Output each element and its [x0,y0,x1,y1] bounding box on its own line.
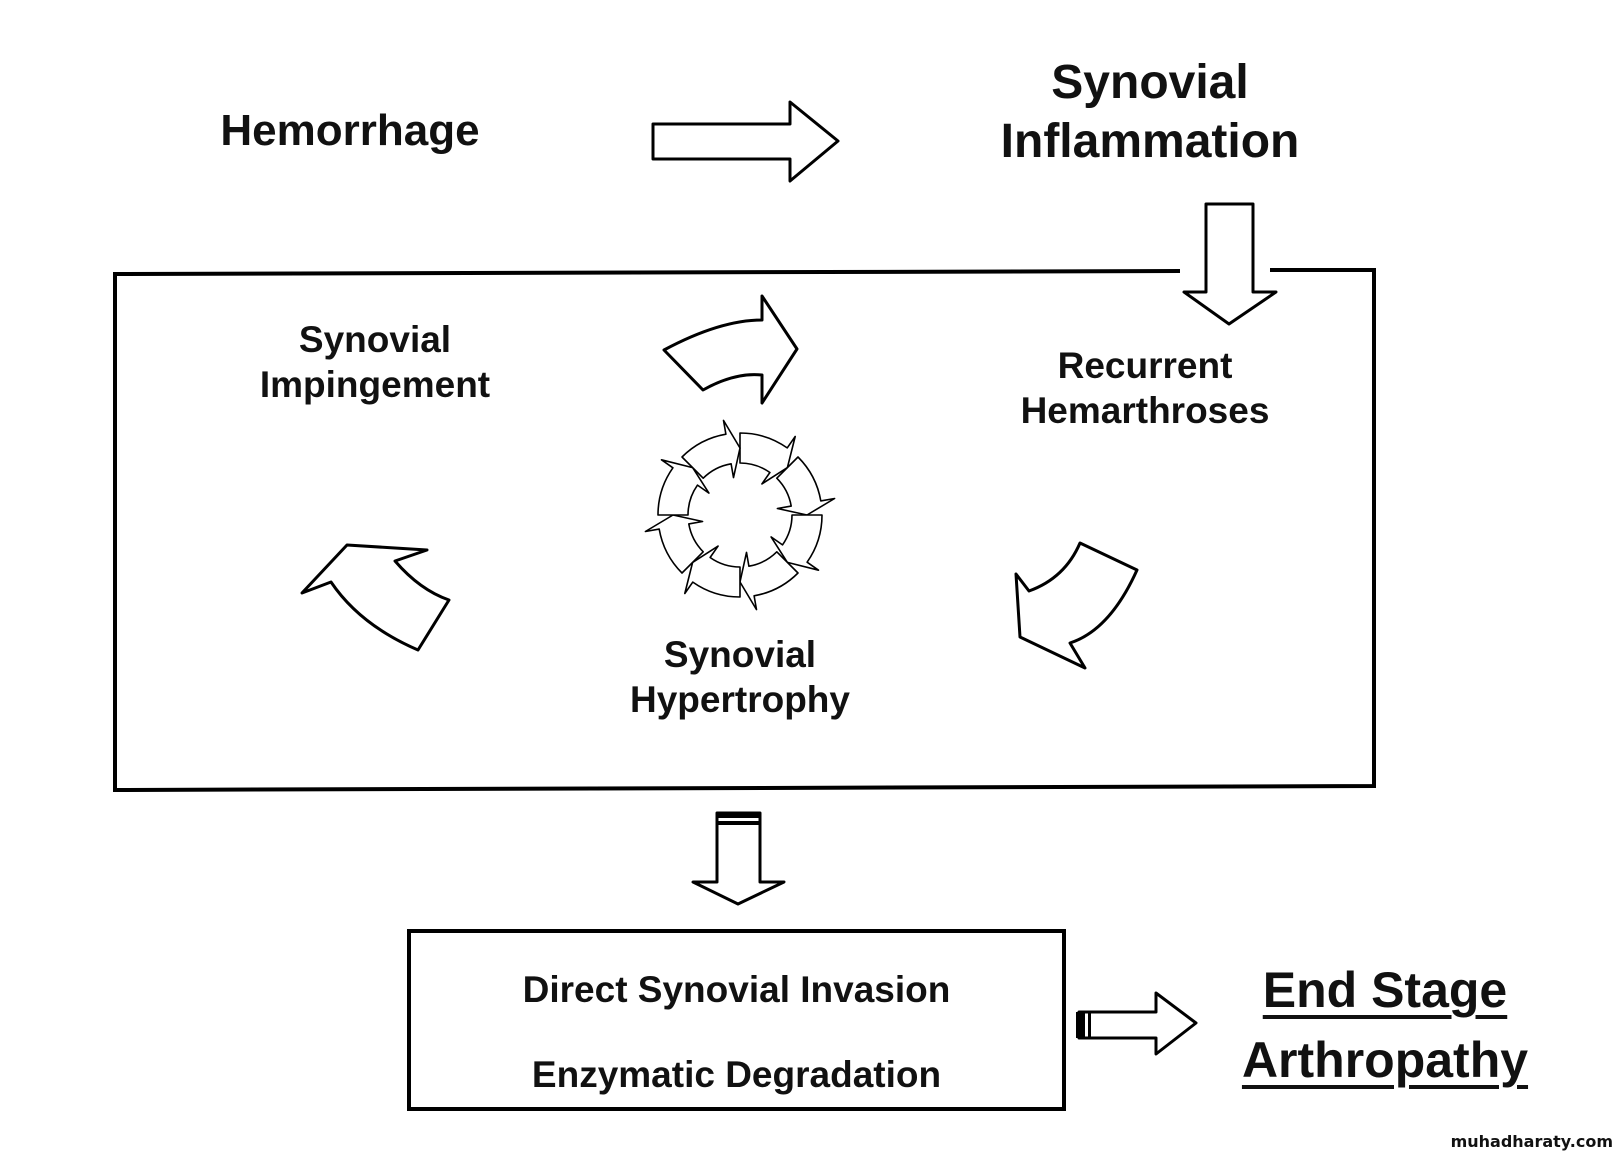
damage-box [407,929,1066,1111]
arrow-damage-to-endstage [1076,991,1198,1056]
node-synovial-inflammation: Synovial Inflammation [960,54,1340,171]
node-synovial-inflammation-line2: Inflammation [1000,114,1300,168]
arrow-inflammation-to-hemarthroses [1182,202,1278,326]
node-end-stage-arthropathy: End Stage Arthropathy [1220,955,1550,1095]
node-hemorrhage-text: Hemorrhage [220,106,480,155]
arrow-hemorrhage-to-inflammation [651,100,840,183]
node-damage-mechanisms: Direct Synovial Invasion Enzymatic Degra… [409,947,1064,1117]
node-end-stage-line2: Arthropathy [1241,1032,1529,1088]
cycle-arrow-segment [739,432,796,485]
circular-arrows-icon [644,419,836,611]
curved-arrow-top [662,294,799,405]
node-synovial-hypertrophy: Synovial Hypertrophy [590,632,890,722]
cycle-arrow-segment [657,459,710,516]
cycle-arrow-segment [644,514,704,574]
node-damage-line2: Enzymatic Degradation [531,1054,942,1096]
node-recurrent-hemarthroses-line2: Hemarthroses [1020,390,1270,432]
cycle-arrow-segment [770,514,823,571]
node-synovial-hypertrophy-line1: Synovial [663,634,817,675]
cycle-box [113,268,1376,793]
node-synovial-impingement-line1: Synovial [298,319,452,360]
node-synovial-inflammation-line1: Synovial [1051,56,1249,109]
cycle-arrow-segment [739,551,799,611]
curved-arrow-right [1014,541,1139,670]
cycle-arrow-segment [684,545,741,598]
cycle-arrow-segment [776,456,836,516]
arrow-cycle-to-damage [691,811,786,906]
node-synovial-hypertrophy-line2: Hypertrophy [630,679,850,721]
node-recurrent-hemarthroses: Recurrent Hemarthroses [985,343,1305,433]
node-synovial-impingement-line2: Impingement [259,364,491,406]
node-synovial-impingement: Synovial Impingement [230,317,520,407]
node-recurrent-hemarthroses-line1: Recurrent [1057,345,1233,386]
watermark: muhadharaty.com [1450,1132,1613,1151]
node-damage-line1: Direct Synovial Invasion [522,969,951,1010]
node-end-stage-line1: End Stage [1262,962,1508,1018]
curved-arrow-left [300,543,451,652]
cycle-arrow-segment [681,419,741,479]
node-hemorrhage: Hemorrhage [190,104,510,158]
